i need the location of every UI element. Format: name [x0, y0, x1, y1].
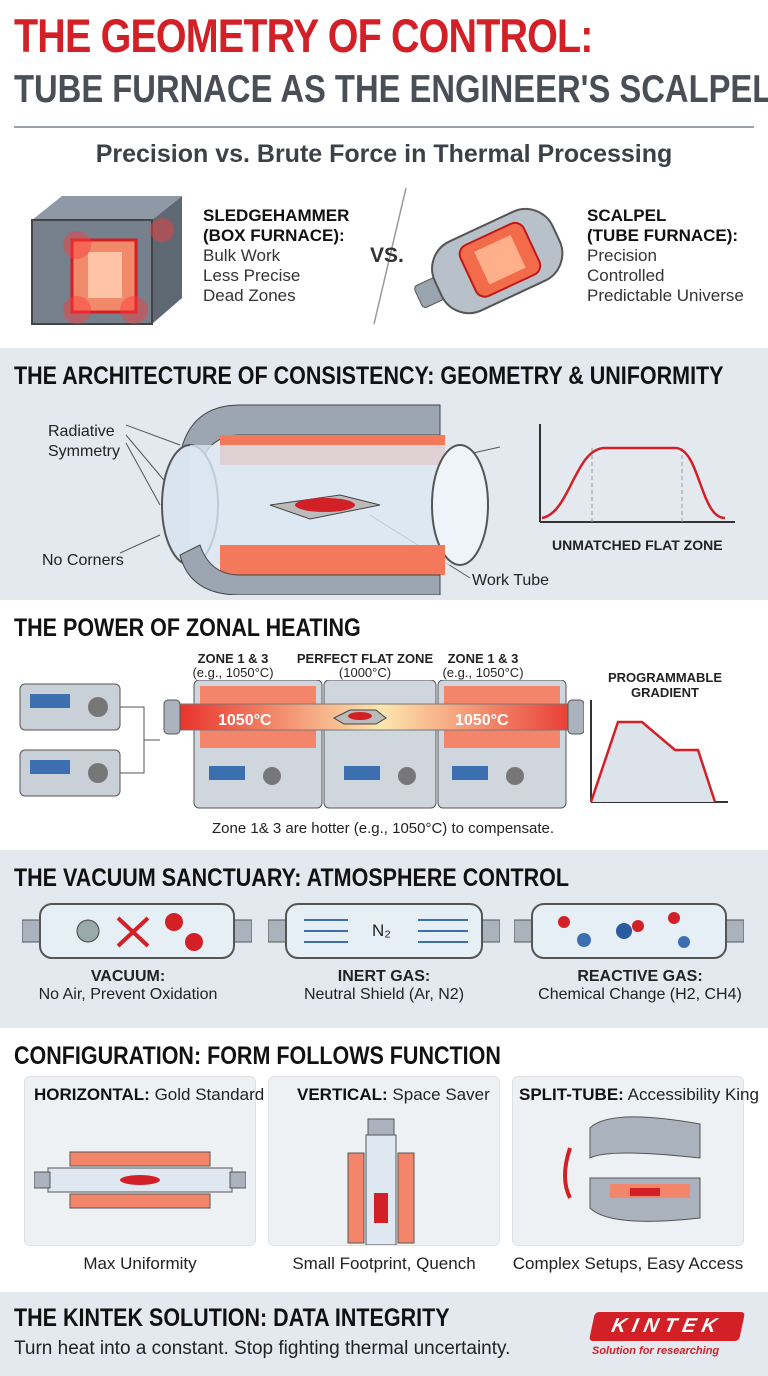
box-subtitle: (BOX FURNACE): [203, 226, 345, 245]
gradient-label: PROGRAMMABLE GRADIENT [607, 670, 723, 700]
box-furnace-illustration [31, 196, 182, 325]
flat-zone-chart [539, 424, 735, 523]
reactive-desc: Chemical Change (H2, CH4) [538, 986, 742, 1003]
box-furnace-label: SLEDGEHAMMER (BOX FURNACE): Bulk Work Le… [203, 206, 349, 306]
controller-icon [19, 683, 121, 731]
box-point: Less Precise [203, 266, 301, 285]
split-tube-card-title: SPLIT-TUBE: Accessibility King [519, 1085, 759, 1105]
controller-icon [19, 749, 121, 797]
box-point: Dead Zones [203, 286, 296, 305]
architecture-title: THE ARCHITECTURE OF CONSISTENCY: GEOMETR… [14, 362, 724, 390]
work-tube-label: Work Tube [472, 572, 550, 589]
gradient-chart [589, 700, 728, 803]
atmosphere-title: THE VACUUM SANCTUARY: ATMOSPHERE CONTROL [14, 864, 570, 892]
zone-name: ZONE 1 & 3 [197, 651, 269, 666]
tagline: Precision vs. Brute Force in Thermal Pro… [95, 140, 673, 168]
vacuum-tube-illustration [22, 903, 252, 959]
vacuum-title: VACUUM: [90, 968, 166, 985]
split-tube-caption: Complex Setups, Easy Access [512, 1254, 744, 1273]
vertical-furnace-illustration [347, 1118, 415, 1245]
tube-point: Predictable Universe [587, 286, 744, 305]
tube-point: Controlled [587, 266, 665, 285]
zone-3-display: 1050°C [455, 712, 509, 729]
horizontal-caption: Max Uniformity [83, 1254, 197, 1273]
logo-wordmark: KINTEK [588, 1312, 746, 1341]
flat-zone-curve [541, 446, 726, 520]
tube-furnace-illustration [414, 208, 564, 315]
radiative-symmetry-label: Radiative Symmetry [48, 423, 120, 460]
vacuum-desc: No Air, Prevent Oxidation [38, 986, 218, 1003]
no-corners-label: No Corners [42, 552, 124, 569]
zone-1-display: 1050°C [218, 712, 272, 729]
tube-cross-section-illustration [120, 404, 501, 595]
pump-icon [76, 919, 100, 943]
vs-label: VS. [370, 244, 404, 267]
inert-gas-item: INERT GAS:Neutral Shield (Ar, N2) [256, 968, 512, 1004]
zone-temp: (e.g., 1050°C) [442, 665, 524, 680]
footer-text: Turn heat into a constant. Stop fighting… [14, 1338, 511, 1359]
inert-gas-tube-illustration [268, 903, 500, 959]
zone-3-label: ZONE 1 & 3(e.g., 1050°C) [428, 652, 538, 680]
zone-name: PERFECT FLAT ZONE [296, 651, 434, 666]
footer-title: THE KINTEK SOLUTION: DATA INTEGRITY [14, 1304, 450, 1332]
card-subtitle: Gold Standard [154, 1085, 265, 1104]
reactive-gas-item: REACTIVE GAS:Chemical Change (H2, CH4) [512, 968, 768, 1004]
logo-tagline: Solution for researching [592, 1345, 720, 1357]
inert-title: INERT GAS: [337, 968, 431, 985]
zone-2-label: PERFECT FLAT ZONE(1000°C) [290, 652, 440, 680]
box-title: SLEDGEHAMMER [203, 206, 350, 225]
zone-temp: (e.g., 1050°C) [192, 665, 274, 680]
card-title: SPLIT-TUBE: [519, 1085, 624, 1104]
zonal-caption: Zone 1& 3 are hotter (e.g., 1050°C) to c… [212, 820, 555, 837]
zonal-title: THE POWER OF ZONAL HEATING [14, 614, 361, 642]
vs-divider [373, 187, 407, 325]
main-title: THE GEOMETRY OF CONTROL: [14, 9, 593, 62]
flat-zone-label: UNMATCHED FLAT ZONE [552, 537, 723, 553]
n2-symbol: N₂ [372, 921, 391, 940]
reactive-title: REACTIVE GAS: [577, 968, 703, 985]
card-title: HORIZONTAL: [34, 1085, 150, 1104]
cross-icon [116, 916, 150, 948]
zone-1-label: ZONE 1 & 3(e.g., 1050°C) [178, 652, 288, 680]
gradient-curve [589, 720, 717, 803]
card-subtitle: Space Saver [392, 1085, 490, 1104]
horizontal-card-title: HORIZONTAL: Gold Standard [34, 1085, 264, 1105]
zone-name: ZONE 1 & 3 [447, 651, 519, 666]
divider [14, 126, 754, 128]
tube-point: Precision [587, 246, 657, 265]
vertical-card-title: VERTICAL: Space Saver [297, 1085, 490, 1105]
split-tube-illustration [563, 1116, 701, 1222]
zonal-furnace-illustration [19, 680, 584, 809]
tube-subtitle: (TUBE FURNACE): [587, 226, 739, 245]
main-subtitle: TUBE FURNACE AS THE ENGINEER'S SCALPEL [14, 68, 768, 111]
reactive-gas-tube-illustration [514, 903, 744, 959]
card-title: VERTICAL: [297, 1085, 388, 1104]
zone-temp: (1000°C) [338, 665, 392, 680]
kintek-logo: KINTEK Solution for researching [588, 1312, 746, 1357]
configuration-title: CONFIGURATION: FORM FOLLOWS FUNCTION [14, 1042, 501, 1070]
vacuum-item: VACUUM:No Air, Prevent Oxidation [0, 968, 256, 1004]
horizontal-furnace-illustration [34, 1151, 246, 1209]
rotate-arrow-icon [563, 1147, 572, 1199]
inert-desc: Neutral Shield (Ar, N2) [303, 986, 465, 1003]
card-subtitle: Accessibility King [627, 1085, 759, 1104]
box-point: Bulk Work [203, 246, 281, 265]
vertical-caption: Small Footprint, Quench [292, 1254, 476, 1273]
tube-title: SCALPEL [587, 206, 667, 225]
tube-furnace-label: SCALPEL (TUBE FURNACE): Precision Contro… [587, 206, 744, 306]
